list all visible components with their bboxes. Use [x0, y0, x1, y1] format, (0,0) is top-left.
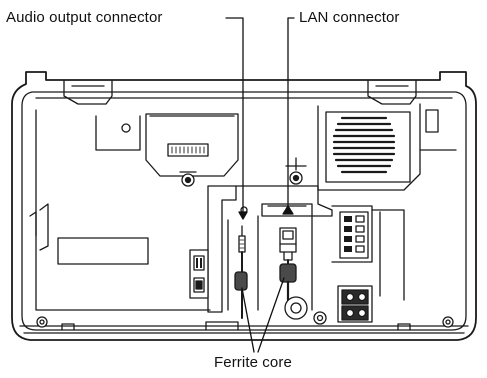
right-screw-boss	[285, 157, 307, 185]
lan-leader-line	[287, 17, 295, 211]
lan-arrowhead	[282, 205, 294, 215]
center-boss	[145, 113, 239, 187]
ferrite-leader-right	[257, 277, 285, 353]
bottom-feet	[36, 316, 454, 331]
device-housing	[11, 71, 477, 341]
power-terminal-block	[337, 285, 373, 323]
audio-output-connector-label: Audio output connector	[6, 9, 163, 26]
top-clips	[63, 79, 417, 105]
lan-cable	[279, 227, 327, 325]
ferrite-leader-left	[241, 287, 255, 353]
speaker-grille	[317, 103, 457, 191]
audio-leader-line	[225, 17, 244, 215]
callout-leaders	[225, 17, 295, 353]
connector-bay	[207, 185, 333, 313]
lan-connector-label: LAN connector	[299, 9, 400, 26]
audio-cable	[234, 225, 248, 319]
ferrite-core-label: Ferrite core	[214, 354, 292, 371]
left-small-connectors	[189, 249, 209, 299]
left-panel	[29, 109, 211, 311]
terminal-area	[331, 205, 405, 301]
audio-arrowhead	[238, 211, 248, 220]
